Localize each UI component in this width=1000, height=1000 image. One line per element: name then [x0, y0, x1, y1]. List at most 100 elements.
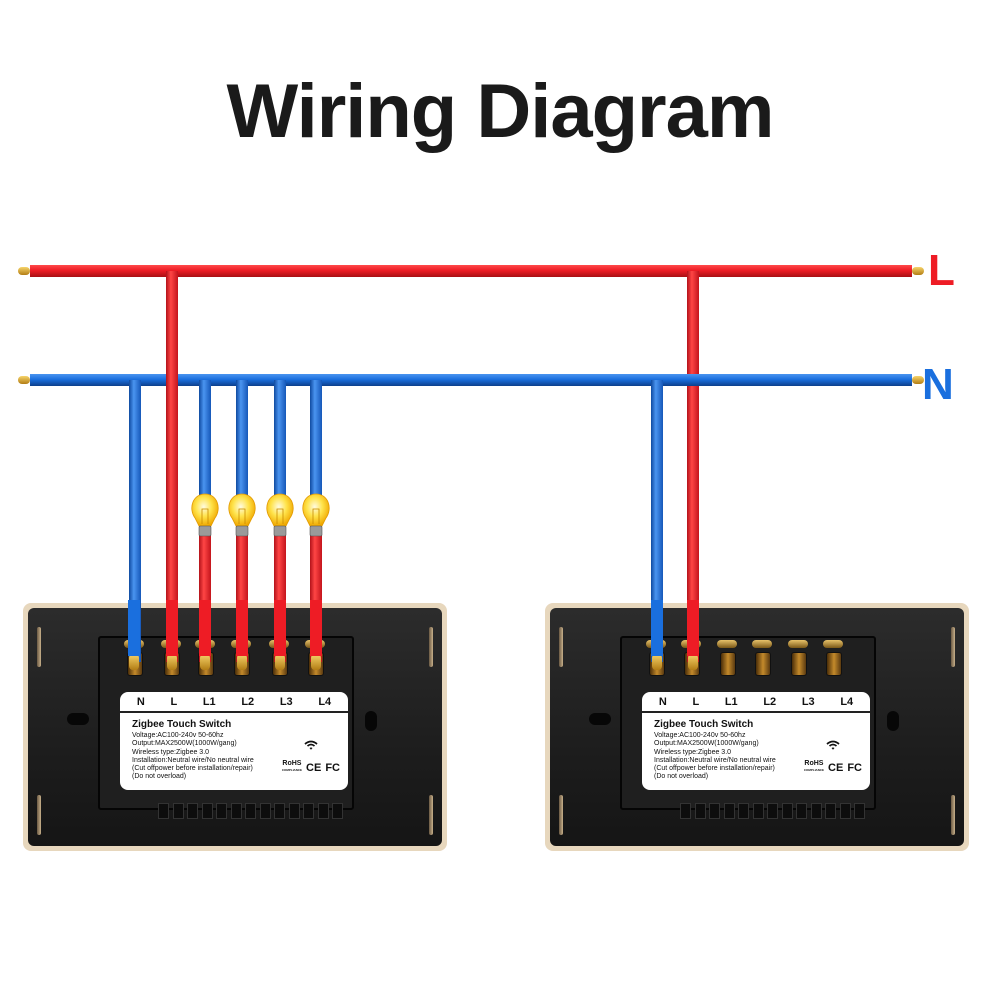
spec-line: (Do not overload)	[654, 773, 709, 781]
fc-mark: FC	[847, 762, 862, 774]
terminal-label-n: N	[136, 695, 145, 708]
switch-1-live-drop	[166, 271, 178, 662]
mount-clip	[559, 795, 563, 835]
wire-ferrule	[129, 654, 139, 670]
load-neutral-wire	[310, 380, 322, 505]
mount-clip	[429, 795, 433, 835]
bulb-filament	[312, 508, 320, 524]
terminal-label-l2: L2	[241, 695, 255, 708]
mount-hole	[67, 713, 89, 725]
bulb-glass	[228, 493, 256, 527]
product-name: Zigbee Touch Switch	[132, 719, 232, 730]
terminal-label-l: L	[692, 695, 700, 708]
vent-slot	[767, 803, 778, 819]
mount-clip	[559, 627, 563, 667]
fc-mark: FC	[325, 762, 340, 774]
vent-slot	[738, 803, 749, 819]
terminal-l4	[826, 652, 842, 676]
mount-clip	[951, 627, 955, 667]
vent-slot	[172, 803, 184, 819]
spec-label: N L L1 L2 L3 L4 Zigbee Touch Switch Volt…	[120, 692, 348, 790]
spec-line: Wireless type:Zigbee 3.0	[654, 748, 732, 756]
terminal-label-l1: L1	[724, 695, 738, 708]
neutral-bus-tip-left	[18, 376, 30, 384]
terminal-label-l3: L3	[279, 695, 293, 708]
terminal-screw	[823, 640, 843, 648]
spec-line: (Cut offpower before installation/repair…	[654, 765, 775, 773]
vent-slot	[274, 803, 285, 819]
mount-hole	[365, 711, 377, 731]
light-bulb-icon	[266, 493, 294, 537]
wifi-icon	[304, 740, 318, 750]
light-bulb-icon	[302, 493, 330, 537]
mount-clip	[951, 795, 955, 835]
load-neutral-wire	[274, 380, 286, 505]
vent-slot	[810, 803, 822, 819]
wire-ferrule	[311, 654, 321, 670]
wire-end	[274, 600, 286, 656]
neutral-bus-tip-right	[912, 376, 924, 384]
vent-slot	[825, 803, 836, 819]
vent-slot	[216, 803, 227, 819]
terminal-label-l: L	[170, 695, 178, 708]
bulb-filament	[201, 508, 209, 524]
wire-end	[687, 600, 699, 656]
wire-end	[236, 600, 248, 656]
load-neutral-wire	[199, 380, 211, 505]
vent-slot	[332, 803, 343, 819]
terminal-screw	[717, 640, 737, 648]
terminal-screw	[788, 640, 808, 648]
product-name: Zigbee Touch Switch	[654, 719, 754, 730]
spec-line: Voltage:AC100-240v 50-60hz	[654, 732, 746, 739]
spec-line: Output:MAX2500W(1000W/gang)	[132, 740, 237, 748]
ce-mark: CE	[306, 762, 322, 774]
light-bulb-icon	[228, 493, 256, 537]
ce-mark: CE	[828, 762, 844, 774]
spec-line: Installation:Neutral wire/No neutral wir…	[132, 756, 254, 764]
bulb-glass	[191, 493, 219, 527]
spec-line: Installation:Neutral wire/No neutral wir…	[654, 756, 776, 764]
wire-ferrule	[652, 654, 662, 670]
live-bus-label: L	[928, 246, 955, 295]
neutral-bus-label: N	[922, 360, 954, 409]
wifi-icon	[826, 740, 840, 750]
live-bus-tip-right	[912, 267, 924, 275]
wire-end	[310, 600, 322, 656]
spec-label: N L L1 L2 L3 L4 Zigbee Touch Switch Volt…	[642, 692, 870, 790]
terminal-label-l2: L2	[763, 695, 777, 708]
vent-slot	[158, 803, 169, 819]
light-bulb-icon	[191, 493, 219, 537]
page-title: Wiring Diagram	[226, 69, 775, 154]
mount-clip	[37, 795, 41, 835]
vent-slot	[187, 803, 198, 819]
mount-clip	[429, 627, 433, 667]
wire-end	[199, 600, 211, 656]
terminal-l2	[755, 652, 771, 676]
bulb-base	[273, 525, 287, 537]
wire-ferrule	[200, 654, 210, 670]
wire-ferrule	[275, 654, 285, 670]
bulb-filament	[238, 508, 246, 524]
spec-line: Output:MAX2500W(1000W/gang)	[654, 740, 759, 748]
bulb-filament	[276, 508, 284, 524]
switch-2-live-drop	[687, 271, 699, 662]
spec-line: Wireless type:Zigbee 3.0	[132, 748, 210, 756]
wire-ferrule	[237, 654, 247, 670]
load-neutral-wire	[236, 380, 248, 505]
vent-slot	[694, 803, 706, 819]
vent-slot	[680, 803, 691, 819]
switch-1-neutral-drop	[129, 380, 141, 662]
terminal-label-l1: L1	[202, 695, 216, 708]
vent-slot	[723, 803, 735, 819]
live-bus-tip-left	[18, 267, 30, 275]
vent-slot	[796, 803, 807, 819]
vent-slot	[781, 803, 793, 819]
wire-end	[166, 600, 178, 656]
vent-slot	[303, 803, 314, 819]
terminal-screw	[752, 640, 772, 648]
